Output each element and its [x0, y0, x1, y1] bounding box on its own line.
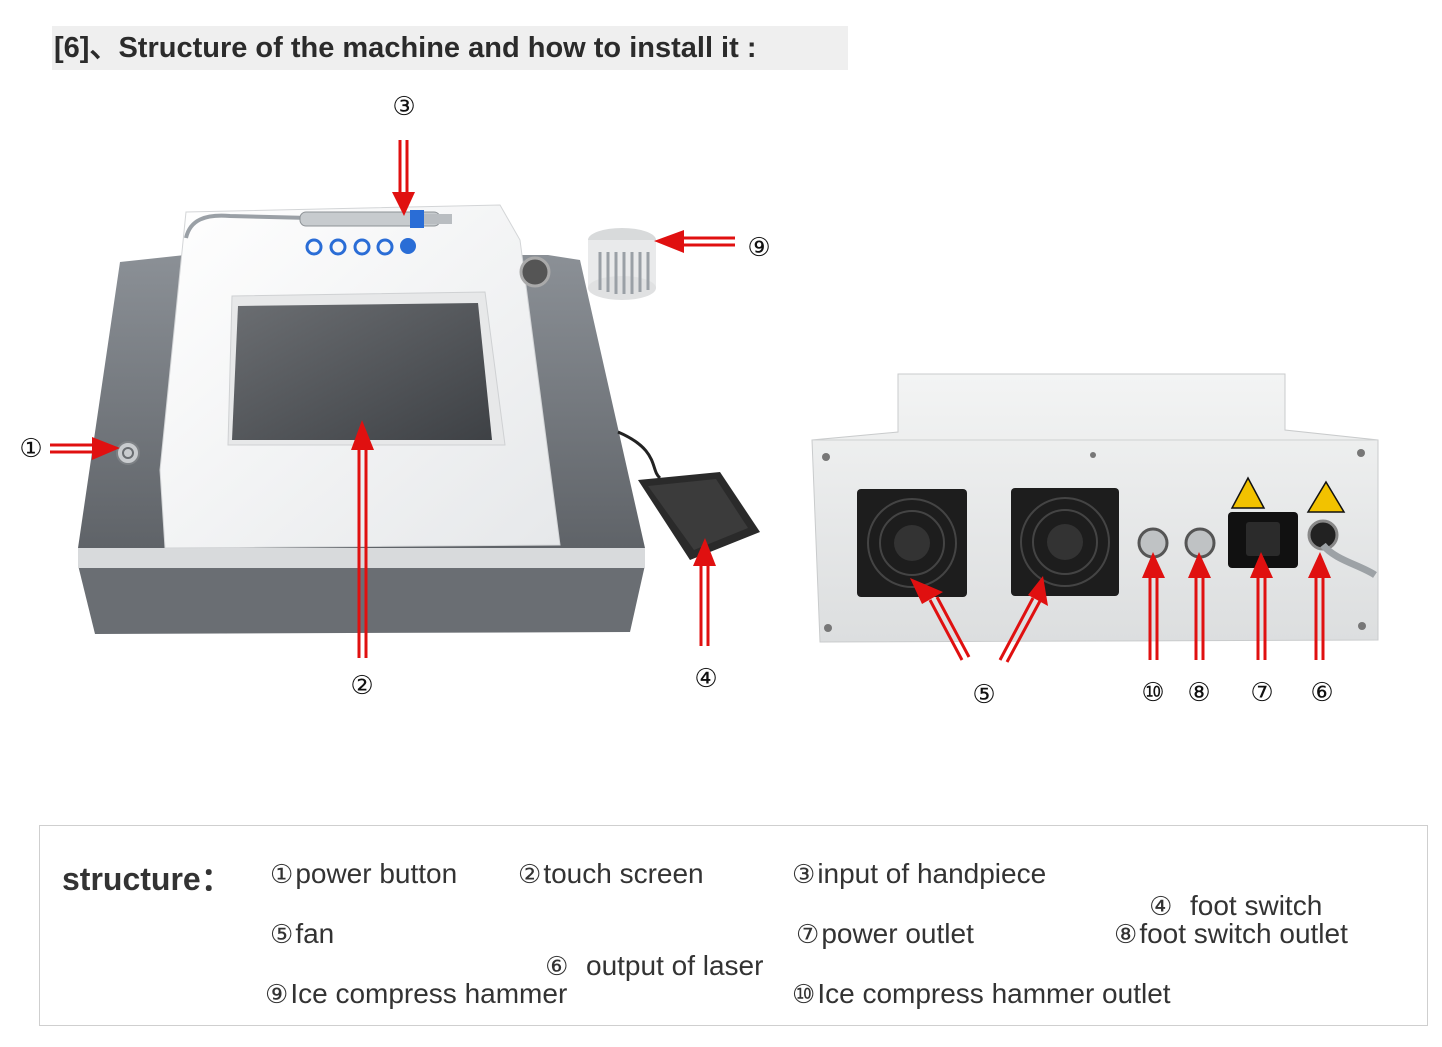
callout-3: ③: [392, 92, 415, 122]
legend-item-power-button: ①power button: [270, 858, 458, 890]
callout-10: ⑩: [1141, 678, 1164, 708]
section-title: [6]、Structure of the machine and how to …: [52, 26, 848, 70]
legend-item-touch-screen: ②touch screen: [518, 858, 704, 890]
power-button: [116, 441, 140, 465]
callout-2: ②: [350, 671, 373, 701]
callout-9: ⑨: [747, 233, 770, 263]
control-buttons: [305, 238, 416, 256]
front-machine: [78, 204, 760, 634]
machine-base: [78, 565, 645, 634]
structure-legend: structure： ①power button ②touch screen ③…: [39, 825, 1428, 1026]
legend-item-ice-compress-hammer: ⑨Ice compress hammer: [265, 978, 568, 1010]
legend-item-ice-compress-hammer-outlet: ⑩Ice compress hammer outlet: [792, 978, 1171, 1010]
legend-item-foot-switch-outlet: ⑧foot switch outlet: [1114, 918, 1348, 950]
foot-switch-outlet: [1184, 527, 1216, 559]
fan-left: [857, 489, 967, 597]
callout-arrows: [50, 140, 1331, 663]
callout-6: ⑥: [1310, 678, 1333, 708]
callout-4: ④: [694, 664, 717, 694]
ice-compress-hammer: [588, 228, 656, 300]
legend-item-input-of-handpiece: ③input of handpiece: [792, 858, 1047, 890]
callout-1: ①: [19, 434, 42, 464]
fan-right: [1011, 488, 1119, 596]
handpiece: [184, 210, 452, 239]
rear-panel: [811, 373, 1379, 643]
callout-7: ⑦: [1250, 678, 1273, 708]
callout-8: ⑧: [1187, 678, 1210, 708]
legend-heading: structure：: [62, 861, 233, 897]
legend-item-output-of-laser: ⑥ output of laser: [545, 950, 764, 982]
laser-output: [1307, 519, 1339, 551]
legend-item-foot-switch: ④ foot switch: [1149, 890, 1323, 922]
electric-warning-icon: [1230, 476, 1266, 509]
machine-illustration: ③ ⑨ ① ② ④ ⑤ ⑩ ⑧ ⑦ ⑥: [19, 92, 1379, 710]
callout-5: ⑤: [972, 680, 995, 710]
legend-item-fan: ⑤fan: [270, 918, 335, 950]
touch-screen: [232, 303, 492, 440]
laser-warning-icon: [1306, 480, 1346, 513]
legend-item-power-outlet: ⑦power outlet: [796, 918, 974, 950]
